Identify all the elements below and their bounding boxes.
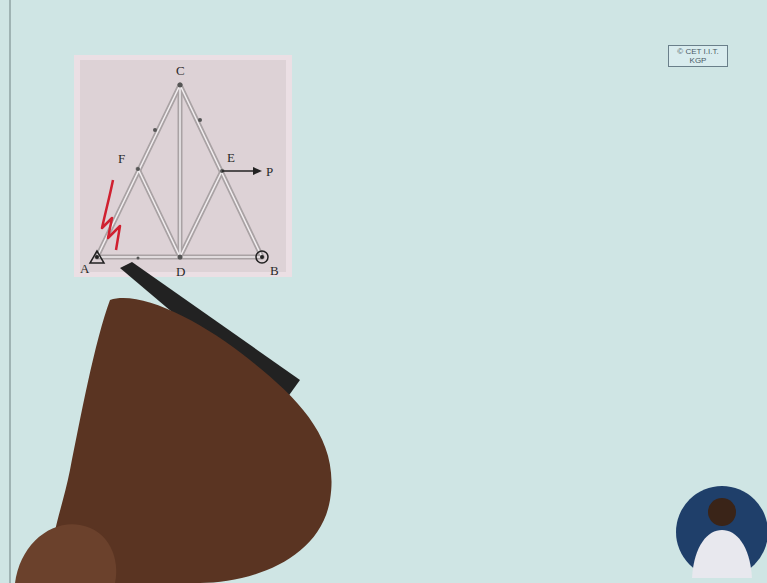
arrow-head	[253, 167, 262, 175]
fingers	[15, 524, 116, 583]
joint-label: C	[176, 64, 185, 77]
joint-label: B	[270, 264, 279, 277]
load-arrow	[222, 170, 255, 172]
board-edge	[9, 0, 11, 583]
joint-label: A	[80, 262, 89, 275]
presenter-inset	[676, 486, 767, 578]
watermark-text: © CET I.I.T. KGP	[672, 47, 724, 65]
watermark-box: © CET I.I.T. KGP	[668, 45, 728, 67]
pin-support	[90, 251, 104, 263]
joint-label: P	[266, 165, 273, 178]
joints	[136, 83, 224, 260]
joint-label: D	[176, 265, 185, 278]
joint-label: E	[227, 151, 235, 164]
figure-ground	[80, 60, 286, 272]
ink-mark	[102, 180, 120, 250]
paper-panel	[74, 55, 292, 277]
roller-support	[256, 251, 268, 263]
joint-label: F	[118, 152, 125, 165]
truss-highlight	[97, 85, 262, 257]
truss	[97, 85, 262, 257]
